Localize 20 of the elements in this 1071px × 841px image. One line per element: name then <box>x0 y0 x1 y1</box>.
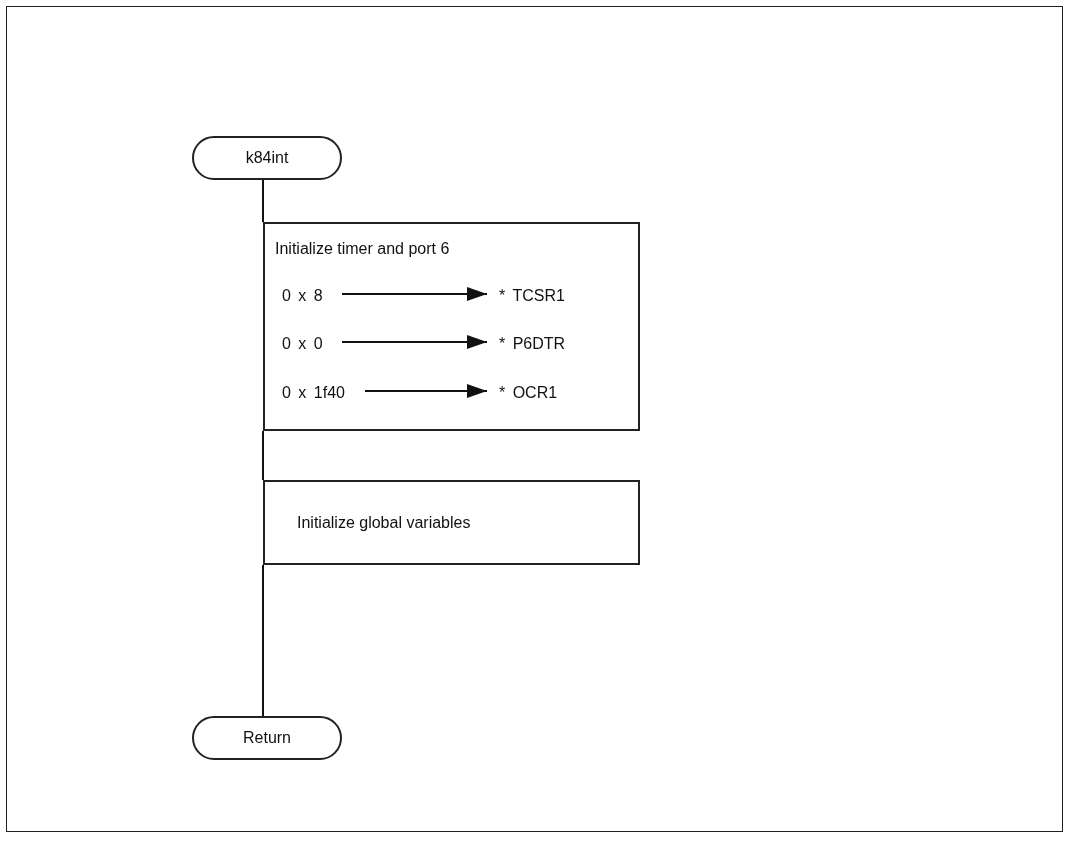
value-text: 0 x 8 <box>282 284 344 308</box>
terminal-shape <box>192 716 342 760</box>
arrow <box>341 287 488 301</box>
flow-line <box>262 179 264 223</box>
process-box <box>263 480 640 565</box>
node-text: k84int <box>245 149 289 167</box>
process-box <box>263 222 640 431</box>
flow-line <box>262 430 264 481</box>
value-text: * TCSR1 <box>489 284 589 308</box>
arrow <box>364 384 488 398</box>
value-text: * OCR1 <box>489 381 589 405</box>
arrow <box>341 335 488 349</box>
terminal-shape <box>192 136 342 180</box>
node-text: Initialize global variables <box>297 513 471 532</box>
node-text: Return <box>243 729 291 747</box>
value-text: 0 x 0 <box>282 332 344 356</box>
node-text: Initialize timer and port 6 <box>275 240 450 258</box>
flow-line <box>262 564 264 717</box>
value-text: 0 x 1f40 <box>282 381 367 405</box>
value-text: * P6DTR <box>489 332 589 356</box>
